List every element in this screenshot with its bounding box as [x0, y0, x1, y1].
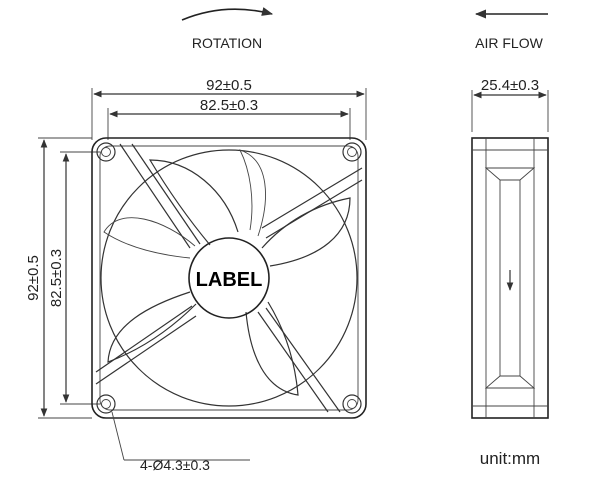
- holes-label: 4-Ø4.3±0.3: [140, 457, 210, 473]
- mounting-hole-icon: [96, 142, 362, 414]
- frame-struts: [95, 143, 363, 413]
- width-outer-label: 92±0.5: [206, 77, 252, 94]
- fan-side-view: [471, 90, 549, 419]
- hub-label: LABEL: [196, 269, 263, 291]
- hub-circle: [188, 237, 270, 319]
- width-dimensions: [91, 88, 367, 140]
- rotation-label: ROTATION: [192, 35, 262, 51]
- unit-label: unit:mm: [480, 449, 540, 468]
- rotation-arrow-icon: [181, 7, 274, 21]
- height-inner-label: 82.5±0.3: [48, 249, 65, 307]
- fan-front-view: [91, 137, 367, 419]
- depth-label: 25.4±0.3: [481, 77, 539, 94]
- height-outer-label: 92±0.5: [25, 255, 42, 301]
- air-flow-label: AIR FLOW: [475, 35, 543, 51]
- width-inner-label: 82.5±0.3: [200, 97, 258, 114]
- height-dimensions: [38, 137, 100, 419]
- hole-leader: [111, 411, 250, 461]
